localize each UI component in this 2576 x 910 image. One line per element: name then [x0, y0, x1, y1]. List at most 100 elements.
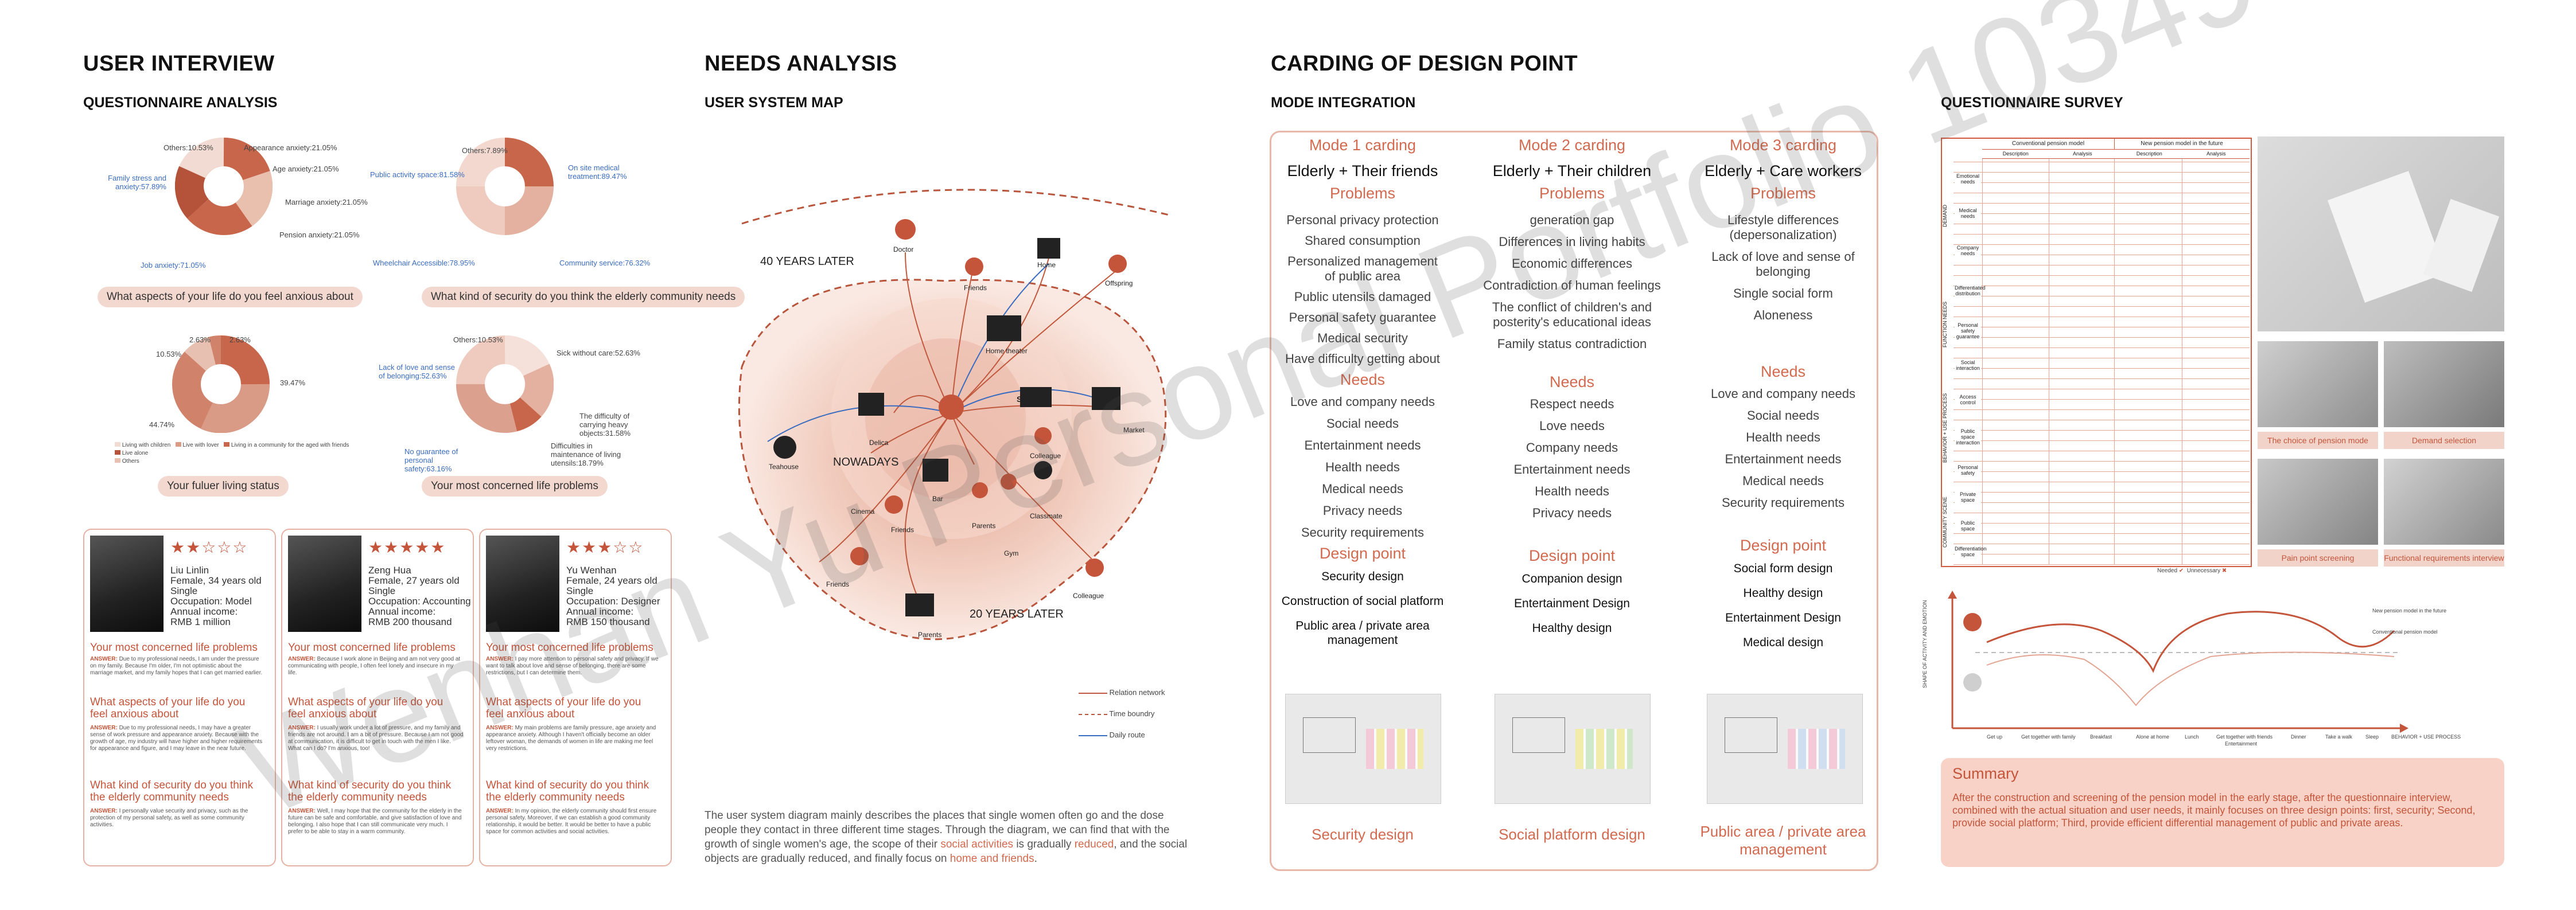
info-line: Occupation: Accounting: [368, 596, 471, 607]
legend-needed: Needed: [2157, 568, 2178, 574]
journey-step: Alone at home: [2136, 734, 2170, 740]
profile-info: Zeng Hua Female, 27 years old Single Occ…: [368, 565, 471, 627]
subhead-cell: Analysis: [2072, 151, 2092, 157]
problems-heading: Problems: [1539, 185, 1605, 202]
problem-item: Contradiction of human feelings: [1483, 278, 1661, 292]
row-label: Public space interaction: [1955, 428, 1981, 446]
label-40-years-later: 40 YEARS LATER: [760, 255, 854, 268]
answer-3: ANSWER: Well, I may hope that the commun…: [288, 808, 462, 835]
subhead-cell: Description: [2136, 151, 2162, 157]
emotion-journey-chart: [1948, 591, 2408, 733]
problems-heading: Problems: [1750, 185, 1816, 202]
journey-step: Take a walk: [2325, 734, 2353, 740]
need-item: Love and company needs: [1711, 386, 1855, 401]
design-point-item: Medical design: [1742, 636, 1824, 649]
journey-step: Sleep: [2365, 734, 2379, 740]
problem-item: Shared consumption: [1305, 233, 1421, 248]
interview-card-2: ★★★★★ Zeng Hua Female, 27 years old Sing…: [281, 529, 474, 866]
info-line: RMB 200 thousand: [368, 616, 452, 627]
profile-info: Liu Linlin Female, 34 years old Single O…: [170, 565, 262, 627]
info-line: Annual income:: [170, 606, 238, 617]
donut-chart-anxiety: [175, 138, 273, 235]
interview-card-3: ★★★☆☆ Yu Wenhan Female, 24 years old Sin…: [479, 529, 672, 866]
survey-photo: [2384, 341, 2504, 427]
subtitle-mode-integration: MODE INTEGRATION: [1271, 95, 1416, 111]
info-line: RMB 1 million: [170, 616, 231, 627]
donut2-label: Others:7.89%: [462, 146, 508, 155]
info-line: Annual income:: [368, 606, 436, 617]
mode-subtitle: Elderly + Their children: [1492, 162, 1652, 179]
row-label: Social interaction: [1955, 360, 1981, 371]
subtitle-questionnaire-analysis: QUESTIONNAIRE ANALYSIS: [83, 95, 278, 111]
table-legend: Needed ✔ Unnecessary ✖: [2157, 568, 2227, 574]
subhead-cell: Analysis: [2206, 151, 2226, 157]
problem-item: Medical security: [1317, 331, 1408, 345]
donut1-label: Pension anxiety:21.05%: [279, 231, 360, 239]
answer-text: Due to my professional needs, I am under…: [90, 656, 263, 676]
legend-text: Live alone: [122, 450, 149, 456]
desc-highlight: reduced: [1074, 838, 1114, 850]
donut3-label: 10.53%: [156, 350, 182, 358]
design-point-item: Entertainment Design: [1725, 611, 1841, 624]
mode2-conclusion: Social platform design: [1499, 826, 1645, 843]
sticky-notes: [1366, 729, 1423, 769]
info-line: Single: [368, 585, 396, 596]
row-label: Company needs: [1955, 245, 1981, 256]
donut4-label: No guarantee of personal safety:63.16%: [404, 447, 458, 473]
info-line: Female, 27 years old: [368, 575, 460, 586]
rating-value: ★★★☆☆: [566, 538, 644, 556]
mode-column-2: Mode 2 carding Elderly + Their children …: [1469, 136, 1675, 635]
legend-swatch: [115, 458, 120, 463]
answer-text: I usually work under a lot of pressure, …: [288, 725, 464, 752]
mode-subtitle: Elderly + Care workers: [1705, 162, 1862, 179]
node-label: Cinema: [851, 507, 875, 515]
donut2-label: Wheelchair Accessible:78.95%: [373, 259, 475, 267]
problem-item: Personal privacy protection: [1286, 213, 1439, 227]
person-name: Liu Linlin: [170, 565, 209, 576]
donut1-label: Age anxiety:21.05%: [273, 165, 339, 173]
row-label: Personal safety guarantee: [1955, 322, 1981, 339]
mode-column-3: Mode 3 carding Elderly + Care workers Pr…: [1680, 136, 1886, 650]
problem-item: Personalized management of public area: [1287, 254, 1438, 283]
group-behavior: BEHAVIOR + USE PROCESS: [1942, 376, 1954, 479]
donut4-question: Your most concerned life problems: [422, 476, 608, 497]
need-item: Health needs: [1535, 484, 1609, 498]
donut1-question: What aspects of your life do you feel an…: [98, 287, 363, 307]
rating-stars: ★★★★★: [368, 538, 446, 557]
check-icon: ✔: [2178, 568, 2184, 574]
problem-item: Have difficulty getting about: [1285, 351, 1440, 366]
problem-item: Lack of love and sense of belonging: [1711, 249, 1855, 279]
donut3-label: 2.63%: [229, 335, 251, 344]
node-label: Parents: [972, 522, 996, 530]
need-item: Respect needs: [1530, 397, 1614, 411]
journey-step: Dinner: [2291, 734, 2306, 740]
mode-subtitle: Elderly + Their friends: [1287, 162, 1438, 179]
person-name: Yu Wenhan: [566, 565, 617, 576]
rating-stars: ★★★☆☆: [566, 538, 644, 557]
design-point-item: Public area / private area management: [1295, 619, 1430, 647]
answer-2: ANSWER: Due to my professional needs, I …: [90, 725, 263, 752]
label-20-years-later: 20 YEARS LATER: [970, 608, 1064, 620]
answer-1: ANSWER: I pay more attention to personal…: [486, 656, 659, 676]
donut4-label: Difficulties in maintenance of living ut…: [551, 442, 621, 467]
node-label: Doctor: [893, 245, 914, 253]
legend-relation: Relation network: [1079, 688, 1165, 697]
photo-caption: Functional requirements interview: [2384, 549, 2504, 567]
donut3-label: 44.74%: [149, 420, 175, 429]
table-head-conventional: Conventional pension model: [1982, 139, 2115, 150]
legend-route: Daily route: [1079, 731, 1165, 739]
sticky-notes: [1575, 729, 1633, 769]
survey-photo: [2384, 459, 2504, 545]
answer-text: Because I work alone in Beijing and am n…: [288, 656, 461, 676]
legend-text: Time boundry: [1109, 709, 1155, 718]
rating-stars: ★★☆☆☆: [170, 538, 248, 557]
sticky-cluster: [1725, 717, 1777, 753]
legend-text: Living with children: [122, 442, 171, 448]
journey-axis-end: BEHAVIOR + USE PROCESS: [2391, 734, 2461, 740]
need-item: Medical needs: [1322, 482, 1403, 496]
summary-box: Summary After the construction and scree…: [1941, 758, 2504, 867]
mode3-conclusion: Public area / private area management: [1700, 823, 1866, 858]
answer-text: I pay more attention to personal safety …: [486, 656, 659, 676]
donut1-label: Job anxiety:71.05%: [141, 261, 206, 270]
journey-step: Get together with family: [2021, 734, 2076, 740]
